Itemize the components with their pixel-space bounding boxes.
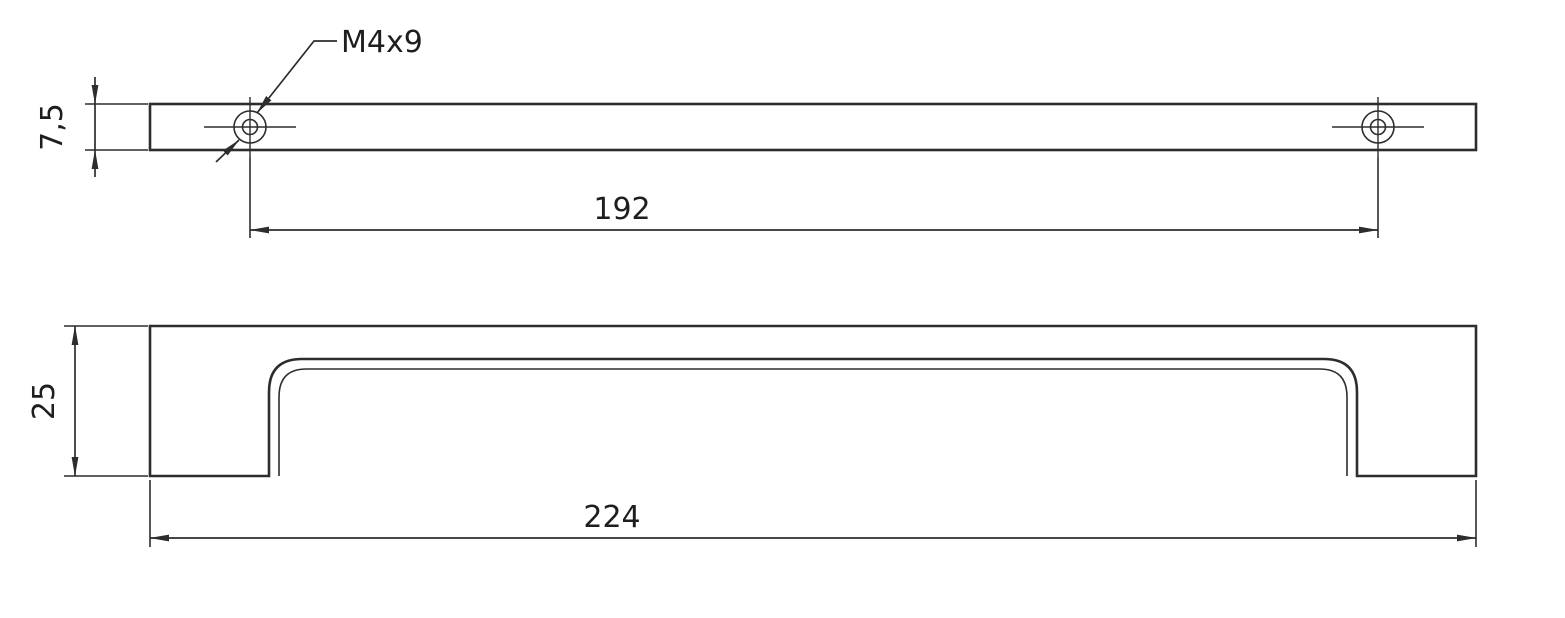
right-mounting-hole <box>1332 97 1424 157</box>
front-view-handle-outline <box>148 324 1478 478</box>
thread-callout-leader <box>215 40 337 163</box>
top-view-bar-outline <box>148 102 1478 152</box>
dimension-overall-length: 224 <box>149 480 1477 547</box>
dimension-hole-spacing: 192 <box>249 157 1379 238</box>
dim-hole-spacing-label: 192 <box>593 192 650 227</box>
dim-handle-height-label: 25 <box>27 382 62 420</box>
left-mounting-hole <box>204 97 296 157</box>
dim-overall-length-label: 224 <box>583 500 640 535</box>
thread-callout-label: M4x9 <box>341 25 423 60</box>
dim-bar-thickness-label: 7,5 <box>35 103 70 151</box>
front-view-inner-contour <box>278 368 1348 476</box>
top-view: M4x9 7,5 192 <box>35 25 1478 238</box>
front-view: 25 224 <box>27 324 1478 547</box>
dimension-bar-thickness: 7,5 <box>35 77 148 177</box>
dimension-handle-height: 25 <box>27 325 148 477</box>
